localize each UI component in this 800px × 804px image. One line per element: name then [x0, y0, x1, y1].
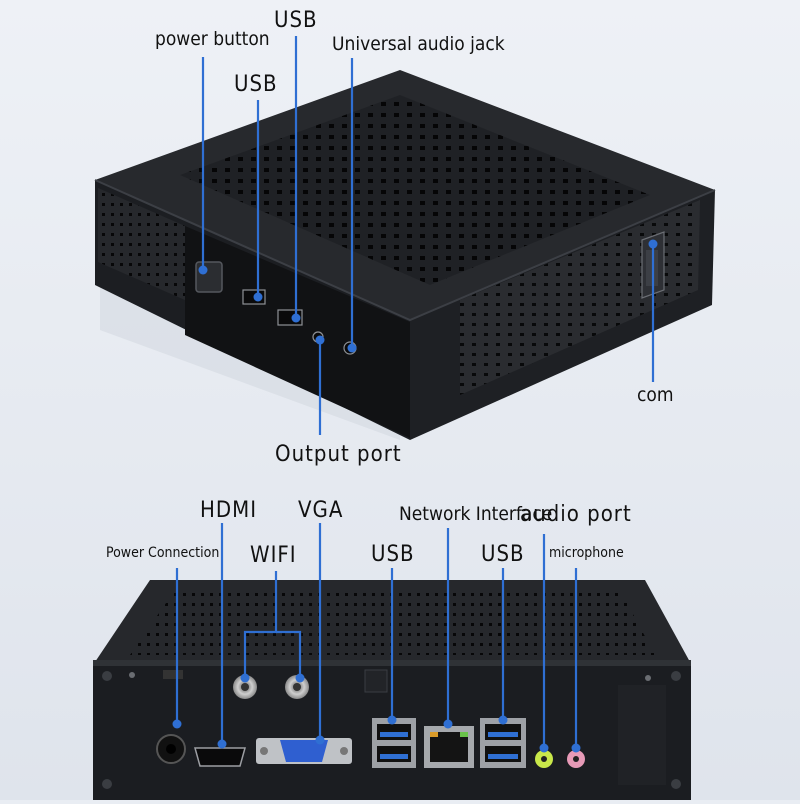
top-case	[94, 70, 716, 440]
callout-lines	[175, 36, 655, 748]
label-network-interface: Network Interface	[399, 503, 553, 525]
hdmi-port-shape	[194, 747, 246, 767]
label-power-connection: Power Connection	[106, 545, 220, 561]
label-audio-port: audio port	[520, 502, 632, 527]
label-wifi: WIFI	[250, 543, 297, 568]
label-output-port: Output port	[275, 442, 402, 467]
label-usb-bottom-1: USB	[371, 542, 415, 567]
label-usb-top-2: USB	[274, 8, 318, 33]
callout-dots	[172, 239, 658, 753]
vga-port-shape	[280, 740, 328, 762]
label-universal-audio-jack: Universal audio jack	[332, 33, 505, 55]
label-com: com	[637, 384, 674, 406]
label-vga: VGA	[298, 498, 344, 523]
label-usb-bottom-2: USB	[481, 542, 525, 567]
label-power-button: power button	[155, 28, 270, 50]
power-button-shape	[195, 261, 223, 293]
label-usb-top-1: USB	[234, 72, 278, 97]
label-hdmi: HDMI	[200, 498, 258, 523]
label-microphone: microphone	[549, 545, 624, 561]
